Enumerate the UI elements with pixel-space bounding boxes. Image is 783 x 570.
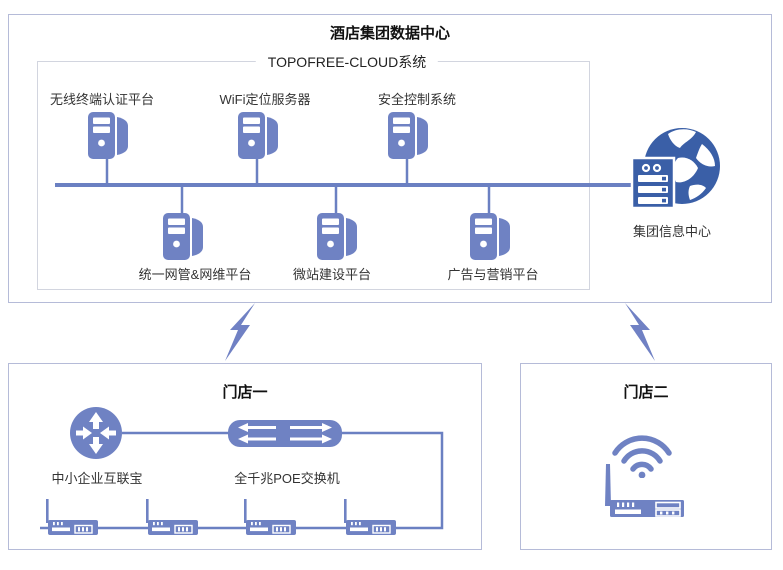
switch-icon [228,420,342,447]
server-label: 统一网管&网维平台 [138,267,252,282]
lightning-icon [622,303,658,363]
lightning-icon [222,303,258,363]
server-label: WiFi定位服务器 [219,92,311,107]
switch-label: 全千兆POE交换机 [234,471,340,486]
server-label: 无线终端认证平台 [49,92,155,107]
server-tower-icon [468,213,512,261]
store-two-title: 门店二 [623,384,669,401]
datacenter-title: 酒店集团数据中心 [329,25,450,42]
access-point-icon [242,499,300,537]
server-label: 微站建设平台 [292,267,372,282]
access-point-icon [44,499,102,537]
server-tower-icon [86,112,130,160]
cloud-system-label: TOPOFREE-CLOUD系统 [255,52,439,72]
store-two-box [520,363,772,550]
server-tower-icon [161,213,205,261]
info-center-label: 集团信息中心 [632,224,712,239]
globe-server-icon [626,122,722,212]
access-point-icon [602,462,686,518]
router-label: 中小企业互联宝 [51,471,143,486]
server-tower-icon [315,213,359,261]
access-point-icon [342,499,400,537]
wifi-signal-icon [612,428,672,478]
router-icon [69,406,123,460]
server-tower-icon [236,112,280,160]
store-one-title: 门店一 [222,384,268,401]
server-tower-icon [386,112,430,160]
server-label: 广告与营销平台 [447,267,539,282]
server-label: 安全控制系统 [377,92,457,107]
access-point-icon [144,499,202,537]
